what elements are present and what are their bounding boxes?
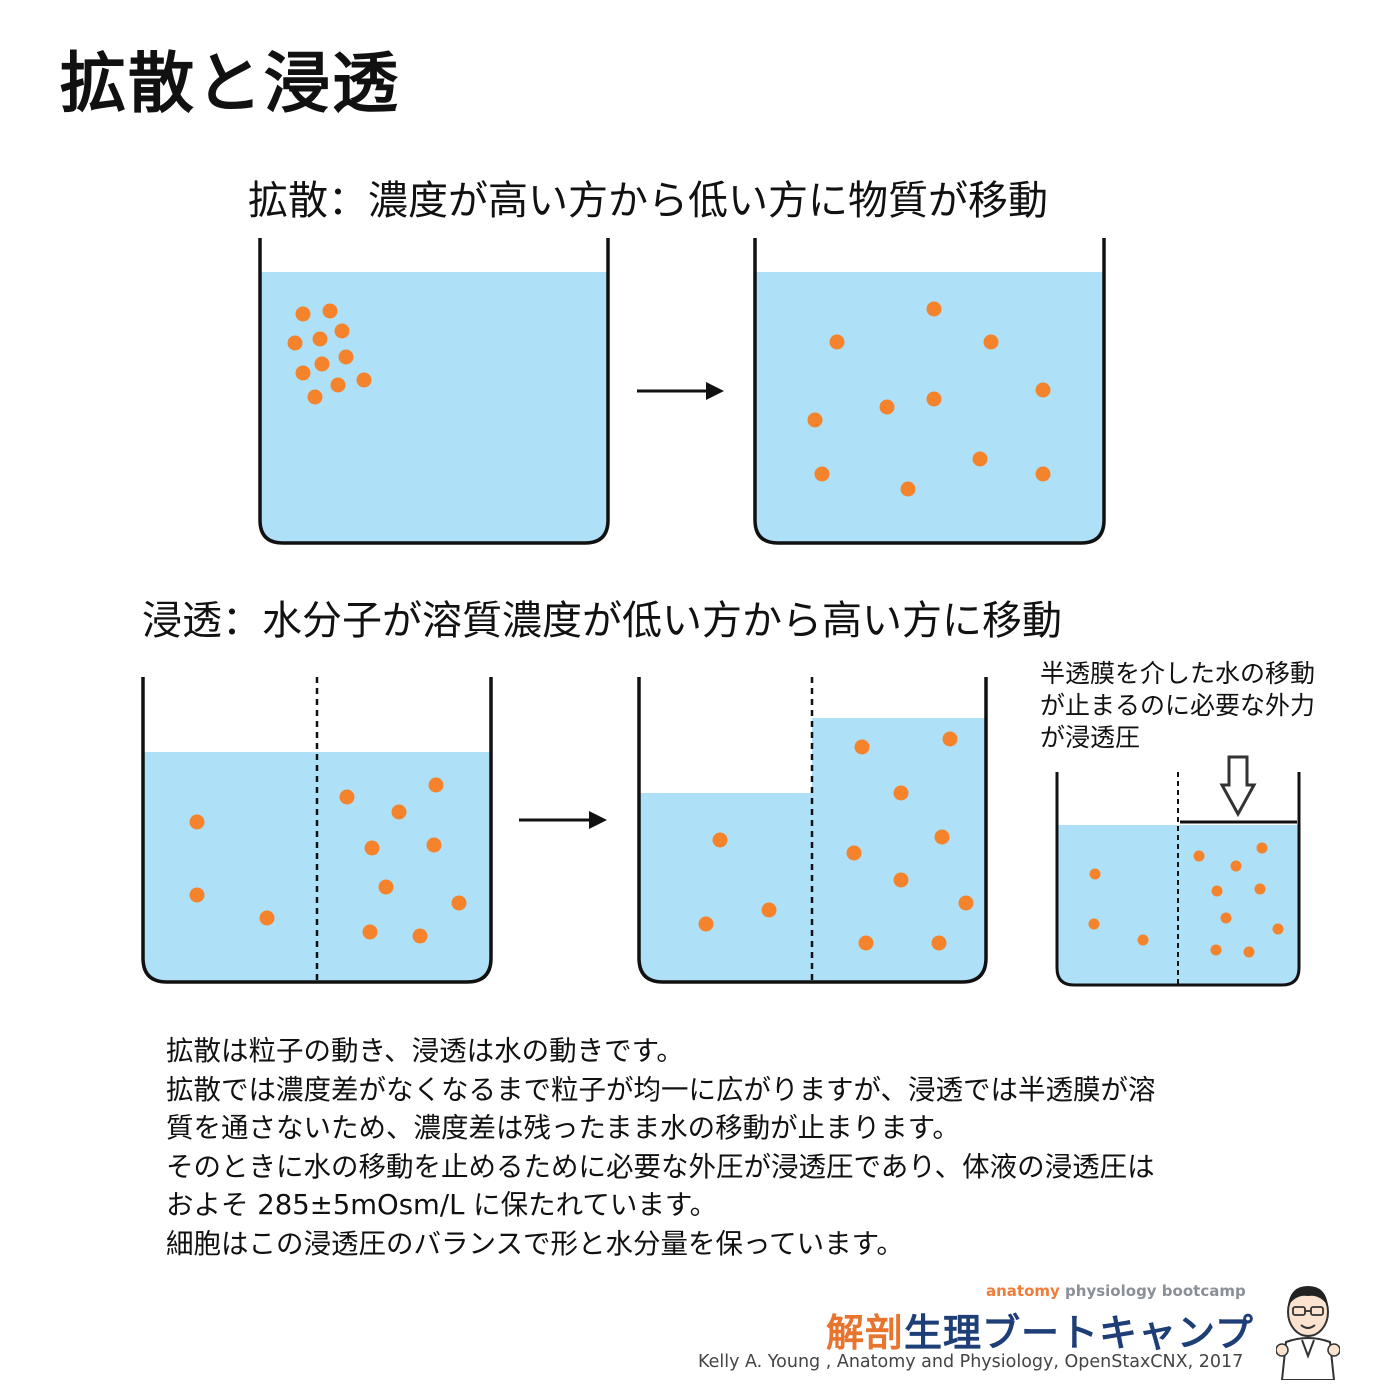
explanation-line: 質を通さないため、濃度差は残ったまま水の移動が止まります。: [166, 1112, 960, 1144]
explanation-line: そのときに水の移動を止めるために必要な外圧が浸透圧であり、体液の浸透圧は: [166, 1150, 1155, 1183]
brand-tagline: anatomy physiology bootcamp: [986, 1282, 1246, 1300]
osmosis-heading: 浸透：水分子が溶質濃度が低い方から高い方に移動: [142, 598, 1062, 644]
mascot-icon: [1276, 1286, 1340, 1380]
explanation-line: 拡散では濃度差がなくなるまで粒子が均一に広がりますが、浸透では半透膜が溶: [166, 1073, 1156, 1106]
solute-particles: [807, 301, 1051, 497]
diffusion-beaker-before: [258, 238, 610, 545]
tagline-part: physiology bootcamp: [1065, 1282, 1246, 1300]
explanation-line: 拡散は粒子の動き、浸透は水の動きです。: [166, 1035, 684, 1067]
diffusion-beaker-after: [753, 238, 1106, 545]
brand-name-part: 生理ブートキャンプ: [904, 1311, 1254, 1355]
solute-particles: [698, 731, 974, 951]
citation: Kelly A. Young , Anatomy and Physiology,…: [698, 1352, 1244, 1372]
down-arrow-icon: [1219, 755, 1257, 818]
note-line: 半透膜を介した水の移動: [1040, 659, 1316, 688]
brand-logo: 解剖生理ブートキャンプ: [826, 1302, 1254, 1357]
page-title: 拡散と浸透: [60, 45, 400, 122]
osmotic-pressure-note: 半透膜を介した水の移動 が止まるのに必要な外力 が浸透圧: [1040, 658, 1340, 754]
diffusion-heading: 拡散：濃度が高い方から低い方に物質が移動: [248, 178, 1048, 224]
right-arrow-icon: [519, 811, 607, 829]
tagline-part: anatomy: [986, 1282, 1060, 1300]
note-line: が浸透圧: [1040, 723, 1141, 752]
osmotic-pressure-beaker: [1055, 755, 1301, 987]
osmosis-beaker-after: [637, 677, 988, 984]
solute-particles: [189, 777, 467, 944]
explanation-line: およそ 285±5mOsm/L に保たれています。: [166, 1189, 718, 1221]
explanation-line: 細胞はこの浸透圧のバランスで形と水分量を保っています。: [166, 1227, 904, 1260]
osmosis-beaker-before: [141, 677, 493, 984]
brand-name-part: 解剖: [826, 1311, 905, 1355]
right-arrow-icon: [637, 382, 724, 400]
note-line: が止まるのに必要な外力: [1040, 691, 1316, 720]
solute-particles: [1088, 842, 1284, 958]
solute-particles: [287, 303, 372, 405]
explanation-text: 拡散は粒子の動き、浸透は水の動きです。 拡散では濃度差がなくなるまで粒子が均一に…: [166, 1032, 1316, 1263]
